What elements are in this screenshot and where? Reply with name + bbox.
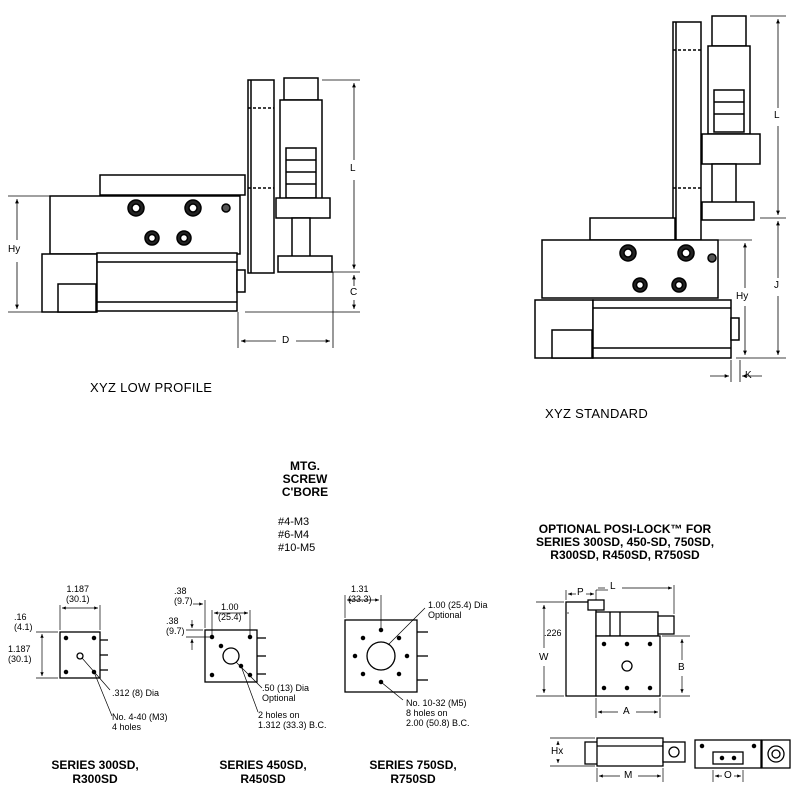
posilock-dim-m: M bbox=[624, 770, 633, 781]
s450-left-dim-b: .38(9.7) bbox=[166, 616, 185, 636]
dim-j-standard: J bbox=[774, 280, 779, 291]
dim-k-standard: K bbox=[745, 370, 752, 381]
posilock-side-dimensions bbox=[550, 737, 664, 782]
series450-plate bbox=[204, 629, 266, 683]
posilock-dim-a: A bbox=[623, 706, 630, 717]
s300-top-dim: 1.187(30.1) bbox=[66, 584, 90, 604]
mtg-screw-title: MTG. SCREW C'BORE bbox=[281, 459, 329, 499]
xyz-low-profile-dimensions bbox=[8, 79, 360, 348]
series450-dimensions bbox=[186, 600, 263, 713]
s300-hole-note: .312 (8) Dia bbox=[112, 688, 160, 698]
posilock-dim-p: P bbox=[577, 587, 584, 598]
dim-l-low: L bbox=[350, 163, 356, 174]
caption-low-profile: XYZ LOW PROFILE bbox=[90, 380, 213, 395]
s750-top-dim: 1.31(33.3) bbox=[348, 584, 372, 604]
xyz-standard-drawing bbox=[534, 15, 761, 359]
xyz-low-profile-drawing bbox=[41, 77, 333, 313]
posilock-dim-w: W bbox=[539, 652, 549, 663]
s300-left-dim-b: 1.187(30.1) bbox=[8, 644, 32, 664]
posilock-title: OPTIONAL POSI-LOCK™ FOR SERIES 300SD, 45… bbox=[535, 522, 715, 562]
posilock-end-view bbox=[694, 739, 791, 769]
posilock-dim-hx: Hx bbox=[551, 746, 564, 757]
series750-plate bbox=[344, 619, 428, 693]
dim-d-low: D bbox=[282, 335, 290, 346]
series300-plate bbox=[59, 631, 108, 679]
s300-left-dim-a: .16(4.1) bbox=[14, 612, 33, 632]
xyz-standard-dimensions bbox=[710, 15, 786, 382]
posilock-dim-b: B bbox=[678, 662, 685, 673]
dim-hy-standard: Hy bbox=[736, 291, 749, 302]
s300-series-name: SERIES 300SD,R300SD bbox=[51, 758, 139, 786]
s750-series-name: SERIES 750SD,R750SD bbox=[369, 758, 457, 786]
caption-standard: XYZ STANDARD bbox=[545, 406, 649, 421]
series750-dimensions bbox=[344, 595, 426, 701]
s450-top-dim: 1.00(25.4) bbox=[218, 602, 242, 622]
posilock-side-view bbox=[584, 737, 686, 767]
posilock-dim-l: L bbox=[610, 581, 616, 592]
posilock-dimensions bbox=[536, 585, 690, 718]
posilock-end-dimensions bbox=[712, 770, 744, 782]
posilock-dim-o: O bbox=[724, 770, 732, 781]
mtg-screw-list: #4-M3 #6-M4 #10-M5 bbox=[278, 516, 316, 554]
s300-screw-note: No. 4-40 (M3)4 holes bbox=[112, 712, 168, 732]
dim-hy-low: Hy bbox=[8, 244, 21, 255]
s450-left-dim-a: .38(9.7) bbox=[174, 586, 193, 606]
s450-series-name: SERIES 450SD,R450SD bbox=[219, 758, 307, 786]
dim-l-standard: L bbox=[774, 110, 780, 121]
posilock-dim-offset: .226 bbox=[544, 628, 562, 638]
posilock-top-view bbox=[565, 599, 675, 697]
dim-c-low: C bbox=[350, 287, 358, 298]
series300-dimensions bbox=[36, 605, 113, 717]
